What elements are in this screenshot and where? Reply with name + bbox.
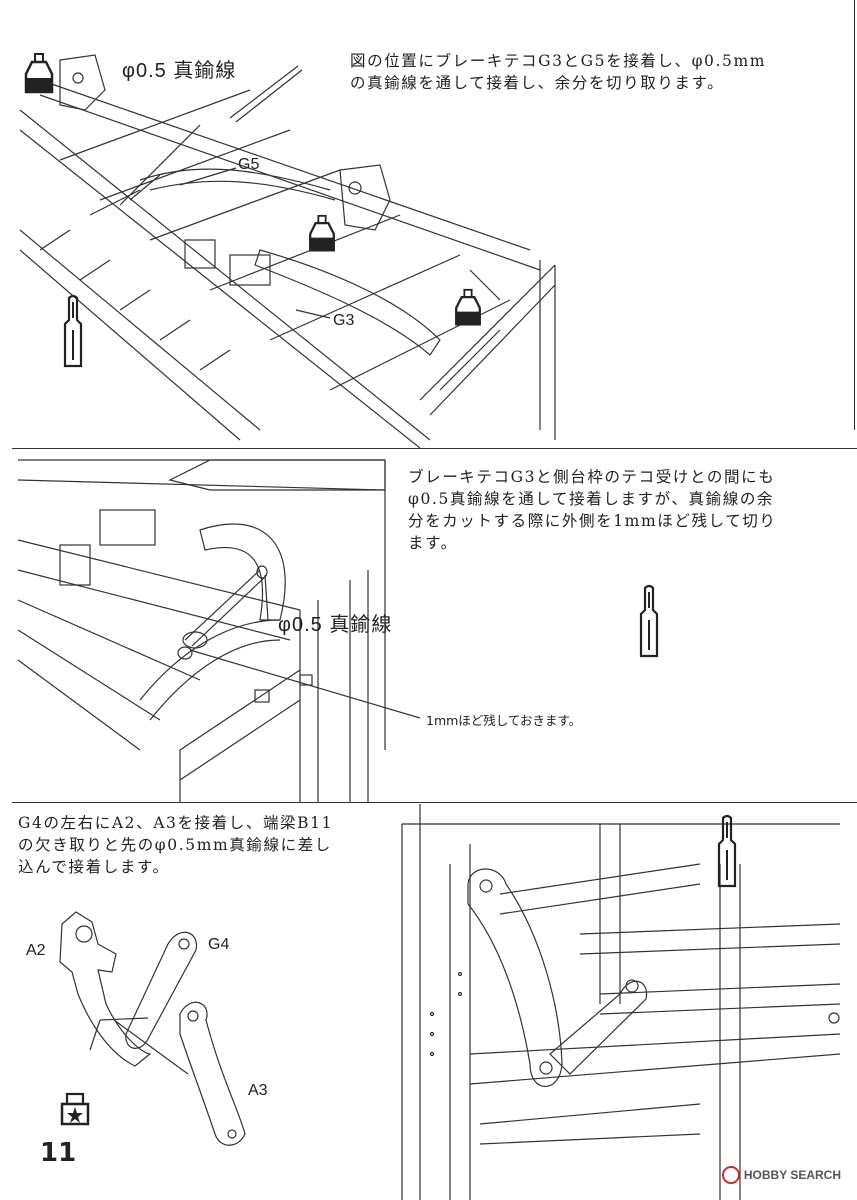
glue-bottle-icon (24, 53, 54, 94)
panel-divider (12, 802, 857, 803)
page-edge-line (854, 0, 855, 430)
part-label-g4: G4 (208, 936, 230, 953)
step-panel-3: A2 G4 A3 G4の左右にA2、A3を接着し、端梁B11 の欠き取りと先のφ… (0, 804, 857, 1200)
assembly-drawing-1 (19, 54, 556, 448)
watermark-logo-icon (721, 1166, 740, 1184)
parts-drawing-3 (59, 804, 841, 1200)
parts-bag-star-icon (60, 1092, 90, 1126)
watermark-text: HOBBY SEARCH (743, 1168, 841, 1182)
part-label-g5: G5 (238, 156, 260, 173)
part-label-a2: A2 (26, 942, 46, 959)
wire-label: φ0.5 真鍮線 (122, 60, 237, 82)
brass-wire-icon (717, 814, 737, 888)
part-label-g3: G3 (333, 312, 355, 329)
assembly-drawing-2 (17, 459, 421, 802)
watermark: HOBBY SEARCH (721, 1166, 841, 1184)
step-panel-2: φ0.5 真鍮線 1mmほど残しておきます。 ブレーキテコG3と側台枠のテコ受け… (0, 450, 857, 802)
glue-bottle-icon (309, 214, 335, 252)
instruction-text: 図の位置にブレーキテコG3とG5を接着し、φ0.5mm の真鍮線を通して接着し、… (350, 52, 767, 92)
instruction-text: G4の左右にA2、A3を接着し、端梁B11 の欠き取りと先のφ0.5mm真鍮線に… (18, 814, 334, 876)
page-number: 11 (40, 1138, 77, 1168)
instruction-text: ブレーキテコG3と側台枠のテコ受けとの間にも φ0.5真鍮線を通して接着しますが… (408, 468, 777, 552)
panel-divider (12, 448, 857, 449)
step-panel-1: φ0.5 真鍮線 G5 G3 図の位置にブレーキテコG3とG5を接着し、φ0.5… (0, 0, 857, 448)
part-label-a3: A3 (248, 1082, 268, 1099)
glue-bottle-icon (455, 288, 481, 326)
brass-wire-icon (639, 584, 659, 658)
leader-note: 1mmほど残しておきます。 (426, 713, 582, 728)
wire-label: φ0.5 真鍮線 (278, 614, 393, 636)
brass-wire-icon (63, 294, 83, 368)
